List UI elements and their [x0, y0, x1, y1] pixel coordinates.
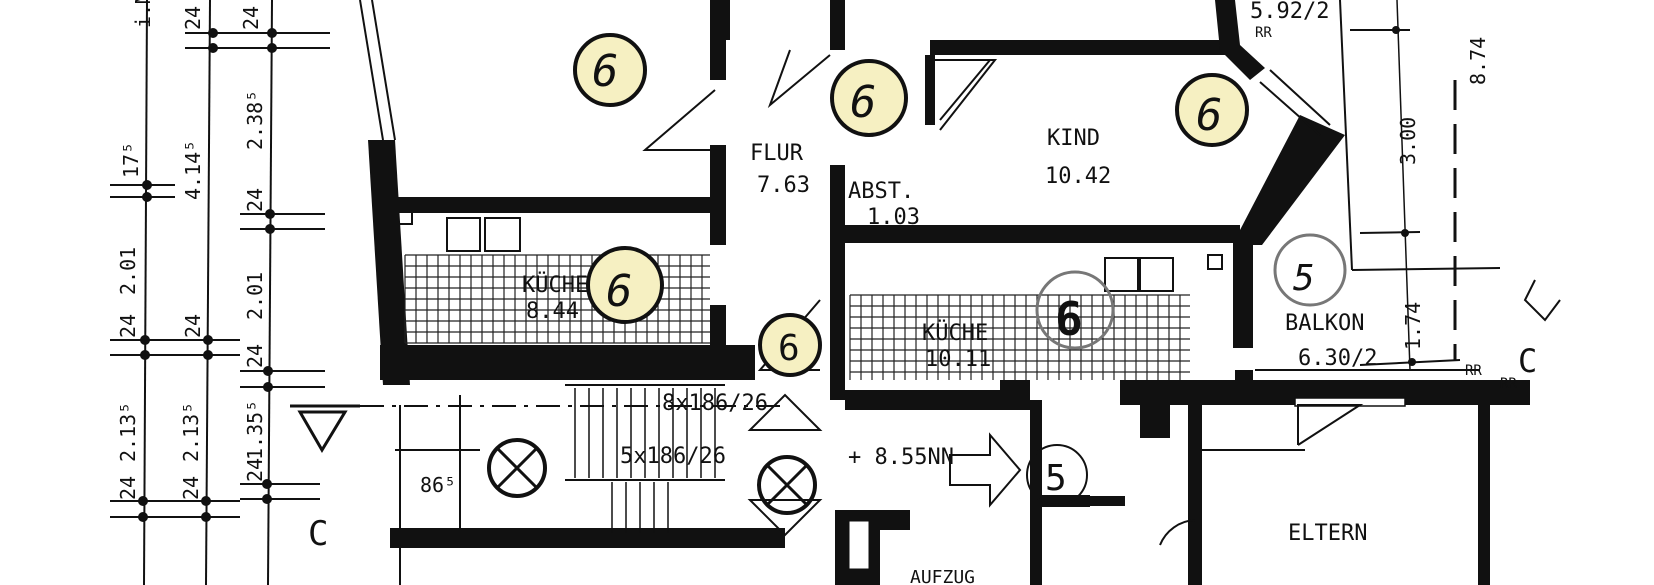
marker-circle: [1026, 444, 1088, 506]
section-label-right: C: [1518, 342, 1537, 380]
dimension-labels-right: 8.74 3.00 1.74 C: [1396, 37, 1537, 380]
room-name-eltern: ELTERN: [1288, 521, 1367, 546]
dim: 24: [116, 314, 140, 338]
stairs-upper-label: 8x186/26: [662, 391, 768, 416]
room-area-abst: 1.03: [867, 205, 920, 230]
stair-treads: [574, 388, 716, 533]
room-name-abst: ABST.: [848, 179, 914, 204]
rr-label: RR: [1255, 25, 1272, 41]
marker-circle: [573, 33, 647, 107]
marker-text: 5: [1293, 258, 1315, 299]
level-arrow: [949, 432, 1022, 508]
shaft: [846, 518, 872, 572]
dim: 24: [243, 188, 267, 212]
room-area-kueche-1: 8.44: [526, 299, 579, 324]
marker-circle: [1035, 270, 1115, 350]
room-area-kind: 10.42: [1045, 164, 1111, 189]
marker-text: 5: [1045, 458, 1067, 499]
marker-text: 6: [606, 266, 633, 317]
dim: 1.74: [1401, 302, 1425, 350]
dimension-labels-left: i.M. 24 24 2.38⁵ 17⁵ 4.14⁵ 24 2.01 2.01 …: [116, 0, 456, 500]
level-label: + 8.55NN: [848, 445, 954, 470]
dim-865: 86⁵: [420, 473, 456, 497]
stairwell-lights: [487, 393, 823, 537]
dim: 24: [181, 314, 205, 338]
dim: 24: [239, 6, 263, 30]
room-area-kueche-2: 10.11: [925, 347, 991, 372]
dim: 24: [179, 476, 203, 500]
dim: 17⁵: [119, 142, 143, 178]
section-marker-left: C: [290, 404, 780, 554]
dim: 2.13⁵: [116, 402, 140, 462]
marker-text: 6: [1196, 90, 1223, 141]
fixtures: [397, 0, 1561, 540]
marker-circle: [1273, 233, 1347, 307]
dim: 8.74: [1466, 37, 1490, 85]
marker-circle: [586, 246, 664, 324]
dim: 2.38⁵: [243, 90, 267, 150]
room-labels: FLUR 7.63 ABST. 1.03 KIND 10.42 KÜCHE 8.…: [522, 0, 1517, 585]
walls: [359, 0, 1530, 585]
dim: 2.01: [243, 272, 267, 320]
dim: 4.14⁵: [181, 140, 205, 200]
room-name-aufzug: AUFZUG: [910, 567, 975, 585]
room-area-flur: 7.63: [757, 173, 810, 198]
dim: 24: [243, 344, 267, 368]
dim: 24: [116, 476, 140, 500]
dimension-lines-left: [110, 0, 480, 585]
marker-text: 6: [850, 77, 877, 128]
stairs-lower-label: 5x186/26: [620, 444, 726, 469]
marker-circle: [1175, 73, 1249, 147]
room-name-flur: FLUR: [750, 141, 804, 166]
room-name-balkon: BALKON: [1285, 311, 1364, 336]
room-name-kind: KIND: [1047, 126, 1100, 151]
room-area-top-right: 5.92/2: [1250, 0, 1329, 24]
room-area-balkon: 6.30/2: [1298, 346, 1377, 371]
room-name-kueche-2: KÜCHE: [922, 320, 988, 346]
door-arc: [1159, 519, 1196, 546]
kitchen-tiles-2: [849, 294, 1190, 380]
markers: 6 6 6 6 6 5 6 5: [573, 33, 1347, 506]
dim: 3.00: [1396, 117, 1420, 165]
rr-label: RR: [1500, 376, 1517, 392]
rr-label: RR: [1465, 363, 1482, 379]
marker-text: 6: [1055, 292, 1083, 346]
room-name-kueche-1: KÜCHE: [522, 272, 588, 298]
marker-circle: [758, 313, 822, 377]
marker-circle: [830, 59, 908, 137]
dimension-dots: [138, 28, 277, 522]
dim-im: i.M.: [131, 0, 155, 28]
marker-text: 6: [592, 46, 619, 97]
dim: 24: [243, 458, 267, 482]
section-label: C: [308, 514, 328, 554]
dim: 1.35⁵: [243, 400, 267, 460]
dim: 24: [181, 6, 205, 30]
marker-text: 6: [778, 328, 800, 369]
dim: 2.13⁵: [179, 402, 203, 462]
dim: 2.01: [116, 247, 140, 295]
